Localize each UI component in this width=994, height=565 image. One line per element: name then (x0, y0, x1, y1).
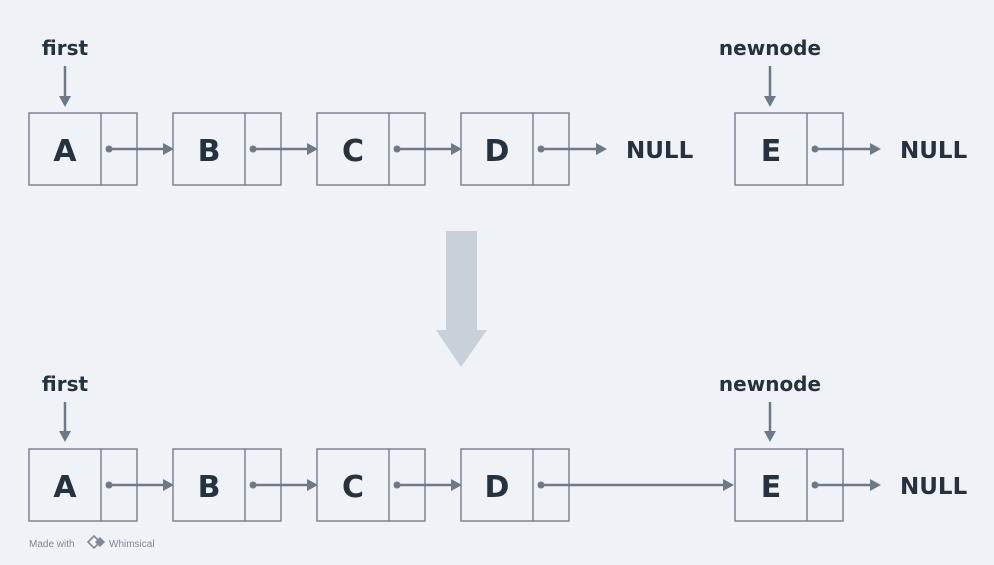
node-e-value: E (761, 134, 782, 169)
link-e-to-null (811, 143, 881, 155)
pointer-arrow-newnode (764, 66, 776, 107)
pointer-arrow-first (59, 66, 71, 107)
link-e-to-null-after (811, 479, 881, 491)
made-with-whimsical-footer[interactable]: Made with Whimsical (29, 534, 155, 550)
node-a-after-value: A (53, 470, 77, 505)
made-with-text: Made with (29, 539, 75, 550)
node-a: A (28, 112, 138, 186)
node-e-after-value: E (761, 470, 782, 505)
node-b: B (172, 112, 282, 186)
null-label-list-end: NULL (626, 138, 694, 164)
transition-down-arrow (436, 231, 487, 367)
link-c-to-d (393, 143, 462, 155)
null-label-list-end-after: NULL (900, 474, 968, 500)
link-b-to-c (249, 143, 318, 155)
whimsical-logo-icon (86, 534, 105, 550)
node-c-after-value: C (342, 470, 364, 505)
pointer-arrow-first-after (59, 402, 71, 442)
whimsical-brand-text: Whimsical (109, 539, 155, 550)
link-a-to-b (105, 143, 174, 155)
node-d: D (460, 112, 570, 186)
node-c-value: C (342, 134, 364, 169)
node-b-after-value: B (198, 470, 221, 505)
pointer-label-first-after: first (42, 372, 89, 396)
link-c-to-d-after (393, 479, 462, 491)
node-a-value: A (53, 134, 77, 169)
after-diagram: first A B C (28, 372, 968, 522)
pointer-label-first: first (42, 36, 89, 60)
node-a-after: A (28, 448, 138, 522)
link-d-to-e-after (537, 479, 734, 491)
node-d-value: D (485, 134, 510, 169)
before-diagram: first A B C (28, 36, 968, 186)
node-e-after: E (734, 448, 844, 522)
pointer-label-newnode: newnode (719, 36, 821, 60)
null-label-new-node-end: NULL (900, 138, 968, 164)
node-d-after-value: D (485, 470, 510, 505)
pointer-arrow-newnode-after (764, 402, 776, 442)
link-b-to-c-after (249, 479, 318, 491)
link-a-to-b-after (105, 479, 174, 491)
node-b-value: B (198, 134, 221, 169)
link-d-to-null (537, 143, 607, 155)
pointer-label-newnode-after: newnode (719, 372, 821, 396)
